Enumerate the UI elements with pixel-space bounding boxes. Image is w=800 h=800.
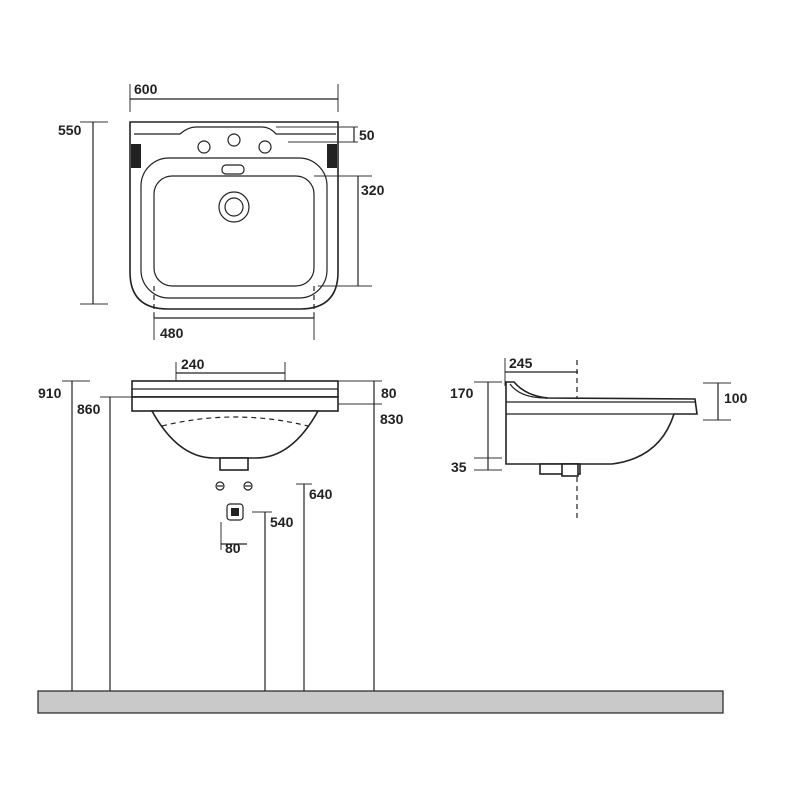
dim-label-550: 550 — [58, 122, 82, 138]
bracket-left — [131, 144, 141, 168]
supply-fixing-right — [243, 481, 253, 491]
side-waste-trap — [561, 463, 579, 477]
overflow-slot — [221, 164, 245, 175]
side-tap-deck — [509, 383, 547, 399]
supply-fixing-left — [215, 481, 225, 491]
dim-label-80-waste: 80 — [225, 540, 241, 556]
dim-supply-640: 640 — [296, 483, 333, 691]
dim-height-860: 860 — [77, 396, 132, 691]
floor-slab — [37, 690, 724, 714]
dim-label-100: 100 — [724, 390, 748, 406]
front-rim — [131, 396, 339, 412]
tap-hole-center — [227, 133, 241, 147]
dim-label-170: 170 — [450, 385, 474, 401]
dim-right-80-830: 80 830 — [338, 380, 404, 691]
dim-deck-50: 50 — [276, 126, 375, 143]
drain-outer — [218, 191, 250, 223]
tap-deck — [134, 126, 336, 135]
dim-label-480: 480 — [160, 325, 184, 341]
dim-label-80-top: 80 — [381, 385, 397, 401]
drain-inner — [224, 197, 244, 217]
dim-label-245: 245 — [509, 355, 533, 371]
dim-height-170: 170 — [450, 381, 502, 470]
dim-projection-245: 245 — [504, 355, 578, 386]
dim-bowl-320: 320 — [314, 175, 385, 287]
dim-height-910: 910 — [38, 380, 90, 691]
front-waste-outlet — [219, 457, 249, 471]
front-view: 240 80 — [38, 356, 404, 691]
dim-label-320: 320 — [361, 182, 385, 198]
dim-label-910: 910 — [38, 385, 62, 401]
dim-depth-550: 550 — [58, 121, 108, 305]
bracket-right — [327, 144, 337, 168]
dim-label-240: 240 — [181, 356, 205, 372]
top-view: 600 550 50 — [58, 81, 385, 341]
dim-label-600: 600 — [134, 81, 158, 97]
dim-rim-100: 100 — [703, 382, 748, 421]
dim-label-540: 540 — [270, 514, 294, 530]
dim-bowl-480: 480 — [153, 286, 315, 341]
dim-foot-35: 35 — [451, 457, 502, 475]
bowl-inner — [153, 175, 315, 287]
dim-label-640: 640 — [309, 486, 333, 502]
dim-label-35: 35 — [451, 459, 467, 475]
side-basin-outline — [505, 381, 698, 465]
dim-waste-540: 540 — [252, 511, 294, 691]
dim-label-50: 50 — [359, 127, 375, 143]
dim-waste-80: 80 — [220, 522, 247, 556]
dim-label-860: 860 — [77, 401, 101, 417]
tap-hole-left — [197, 140, 211, 154]
tap-hole-right — [258, 140, 272, 154]
side-view: 245 170 35 100 — [450, 355, 748, 518]
side-waste-outlet — [539, 463, 581, 475]
dim-label-830: 830 — [380, 411, 404, 427]
waste-outlet-fixing — [226, 503, 244, 521]
front-bowl-inner — [161, 416, 309, 427]
front-bowl — [150, 410, 320, 459]
dim-width-600: 600 — [129, 81, 339, 112]
bowl-outer — [140, 157, 328, 299]
